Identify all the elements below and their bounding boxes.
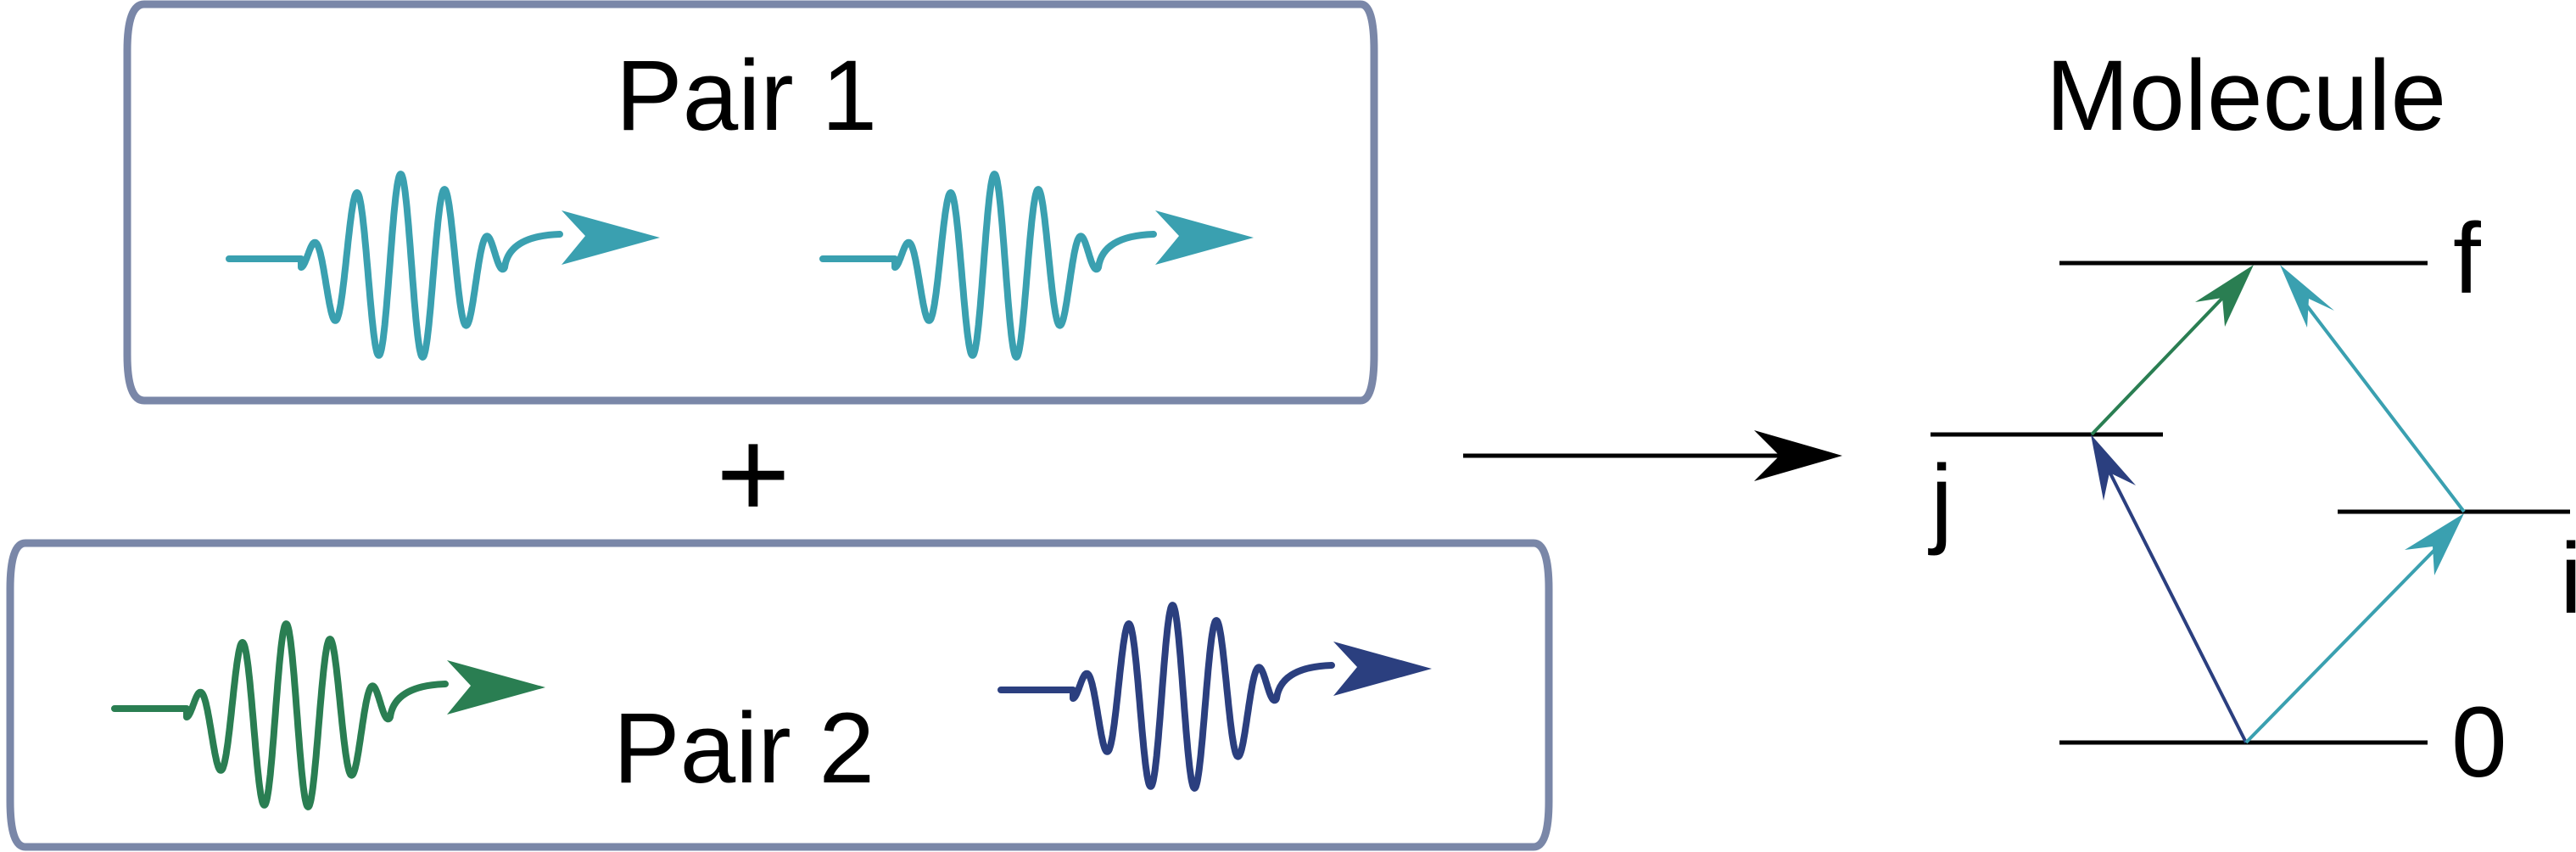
pair2-pulse-navy (997, 602, 1432, 792)
pulse-wave (997, 602, 1335, 792)
transition-0-to-i (2244, 513, 2464, 744)
pair1-pulse-2 (819, 171, 1254, 361)
pair2-frame (6, 539, 1553, 851)
transition-i-to-f (2280, 265, 2466, 513)
pulse-wave (226, 171, 563, 361)
pair2-group: Pair 2 (6, 539, 1553, 851)
pulse-arrowhead (1333, 642, 1432, 696)
pair2-label: Pair 2 (613, 692, 874, 804)
process-arrow-head (1754, 430, 1842, 481)
plus-sign: + (716, 402, 791, 545)
pulse-wave (819, 171, 1157, 361)
process-arrow (1463, 430, 1842, 481)
molecule-title: Molecule (2046, 40, 2446, 152)
molecule-diagram: Molecule f j i 0 (1928, 40, 2576, 799)
level-i-label: i (2560, 523, 2576, 635)
transition-j-to-f (2090, 265, 2254, 436)
pair1-label: Pair 1 (616, 40, 877, 152)
level-f-label: f (2453, 203, 2481, 315)
level-0-label: 0 (2451, 687, 2507, 799)
pair1-group: Pair 1 (123, 0, 1378, 405)
pulse-arrowhead (447, 660, 545, 715)
pulse-arrowhead (1155, 210, 1254, 265)
transition-0-to-j (2091, 434, 2248, 743)
pulse-wave (111, 620, 449, 810)
pulse-arrowhead (562, 210, 660, 265)
pair1-pulse-1 (226, 171, 660, 361)
pair2-pulse-green (111, 620, 545, 810)
level-j-label: j (1928, 445, 1953, 557)
pair1-frame (123, 0, 1378, 405)
